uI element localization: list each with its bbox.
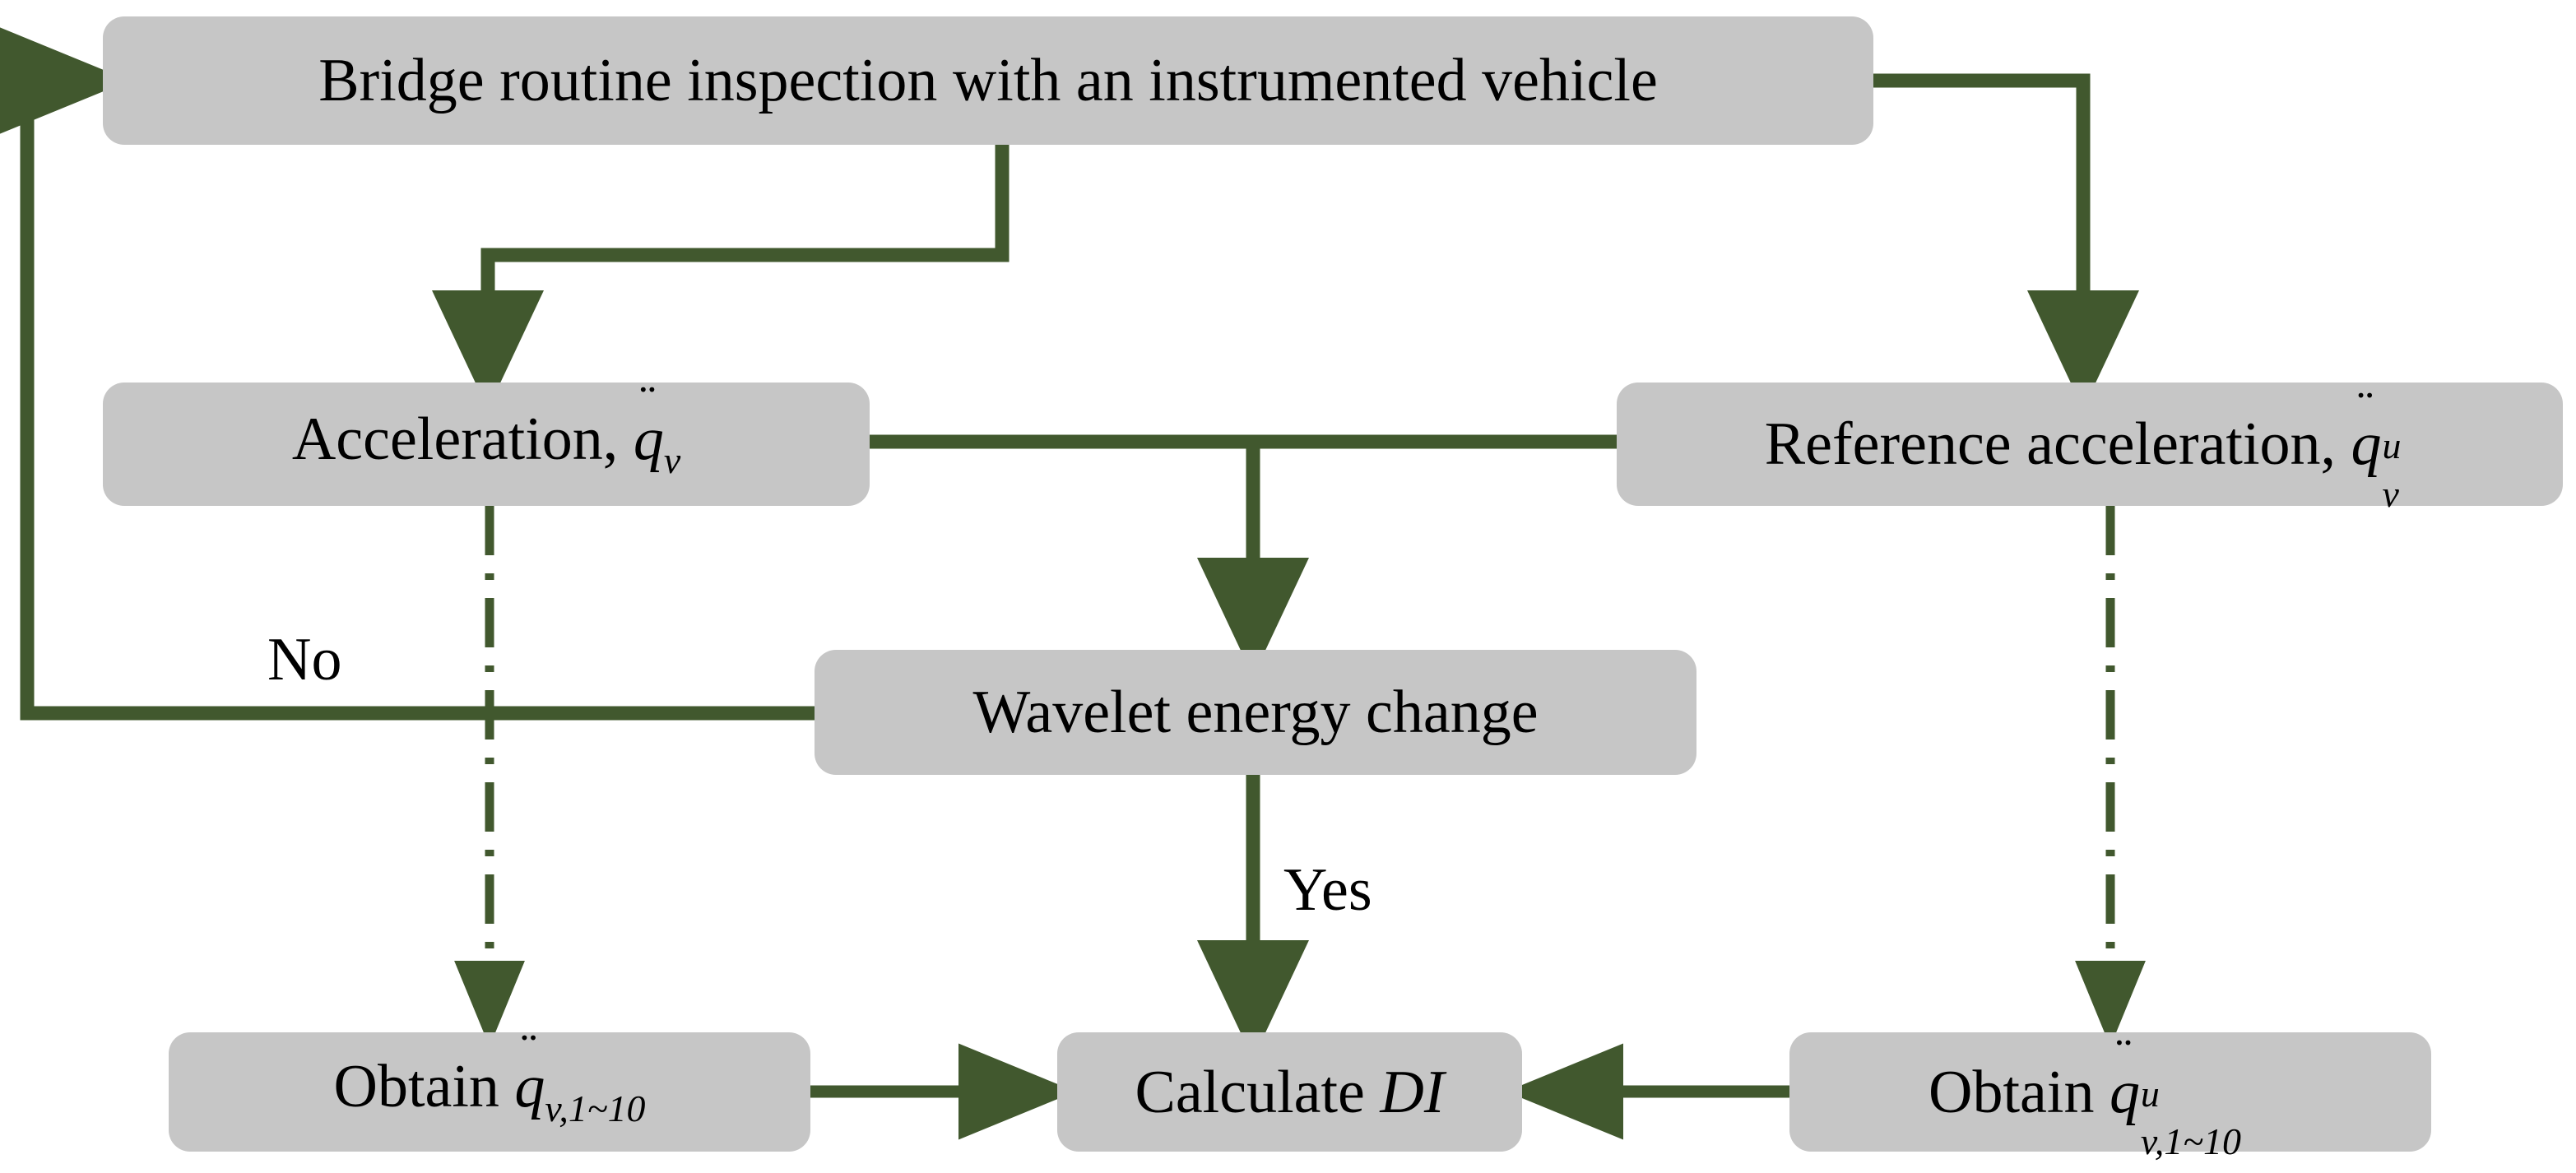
- ddot-accent: ¨: [2356, 380, 2376, 436]
- node-obtain-acceleration[interactable]: Obtain ¨qv,1~10: [169, 1022, 810, 1152]
- symbol-subscript: v,1~10: [545, 1087, 646, 1129]
- node-obtain-acceleration-label: Obtain ¨qv,1~10: [333, 1022, 646, 1129]
- edge-bridge-to-acceleration: [432, 145, 1010, 410]
- node-acceleration-label: Acceleration, ¨qv: [291, 375, 681, 482]
- edge-label-yes: Yes: [1283, 856, 1372, 924]
- node-wavelet-energy-change-label: Wavelet energy change: [972, 679, 1539, 746]
- symbol-superscript: u: [2382, 424, 2402, 467]
- edge-label-no: No: [267, 626, 342, 693]
- edge-wavelet-no-loop-to-bridge: [0, 26, 815, 721]
- di-symbol: DI: [1380, 1058, 1445, 1126]
- node-calculate-di-label: Calculate DI: [1135, 1058, 1445, 1126]
- node-acceleration[interactable]: Acceleration, ¨qv: [103, 375, 870, 506]
- symbol-subscript: v: [2382, 472, 2399, 515]
- symbol-base: q: [2351, 410, 2382, 478]
- symbol-base: q: [2109, 1058, 2140, 1126]
- edge-bridge-to-reference: [1873, 73, 2139, 410]
- symbol-base: q: [514, 1053, 545, 1121]
- symbol-subscript: v: [663, 439, 681, 482]
- symbol-superscript: u: [2140, 1072, 2160, 1115]
- symbol-base: q: [633, 405, 664, 473]
- node-bridge-inspection[interactable]: Bridge routine inspection with an instru…: [103, 16, 1873, 145]
- node-calculate-di[interactable]: Calculate DI: [1057, 1032, 1522, 1152]
- ddot-accent: ¨: [520, 1022, 540, 1078]
- symbol-subscript: v,1~10: [2140, 1120, 2241, 1163]
- ddot-accent: ¨: [638, 375, 658, 431]
- node-wavelet-energy-change[interactable]: Wavelet energy change: [815, 650, 1696, 775]
- node-bridge-inspection-label: Bridge routine inspection with an instru…: [318, 47, 1658, 114]
- ddot-accent: ¨: [2115, 1028, 2134, 1084]
